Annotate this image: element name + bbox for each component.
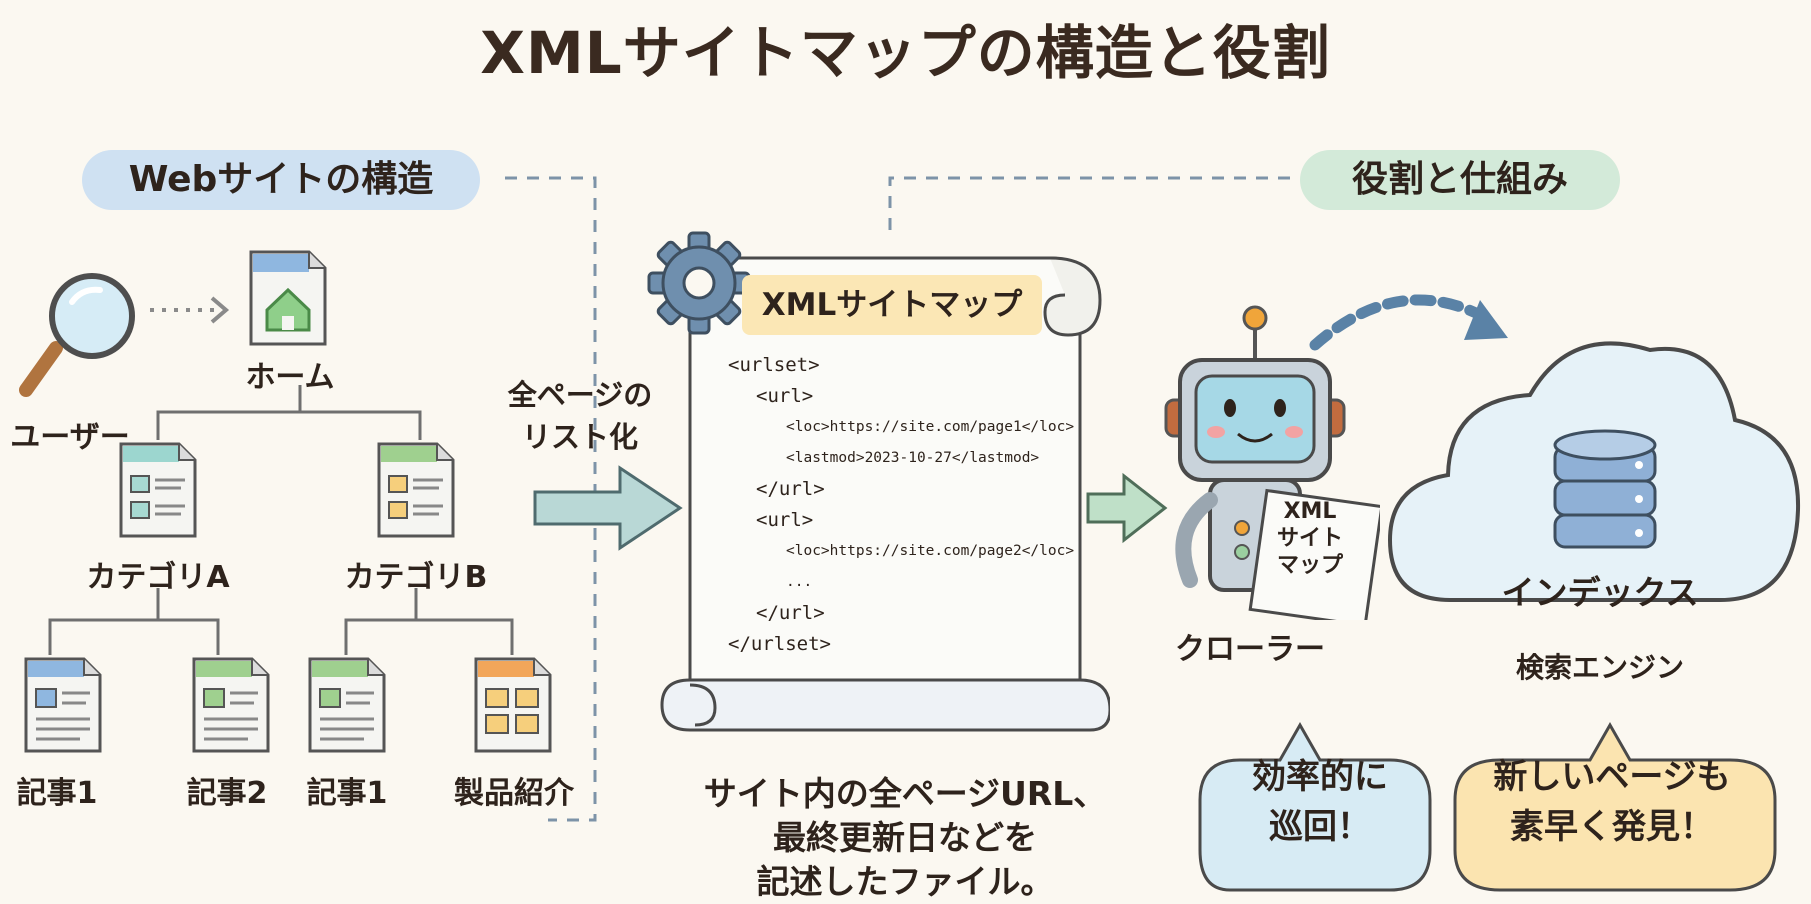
code-line: </url> <box>756 478 825 500</box>
bubble-discover: 新しいページも 素早く発見！ <box>1493 757 1731 847</box>
database-icon <box>1553 429 1657 549</box>
code-line: </urlset> <box>728 633 831 655</box>
article1b-page-icon <box>308 657 386 753</box>
code-line: </url> <box>756 602 825 624</box>
bubble-discover-shape <box>1453 721 1777 892</box>
category-b-page-icon <box>377 442 455 538</box>
code-line: <loc>https://site.com/page2</loc> <box>786 543 1075 559</box>
label-home: ホーム <box>245 360 335 395</box>
product-page-icon <box>474 657 552 753</box>
dashed-connector-left <box>505 176 597 822</box>
curved-arrow-cloud <box>1309 294 1496 351</box>
code-line: ... <box>786 574 813 590</box>
tree-lines <box>48 385 514 655</box>
robot-note: XML サイト マップ <box>1276 499 1343 578</box>
magnifier-icon <box>19 273 135 397</box>
label-category-a: カテゴリA <box>86 560 230 595</box>
big-arrow-right <box>533 465 683 551</box>
section-pill-role: 役割と仕組み <box>1300 150 1620 210</box>
label-leaf-4: 製品紹介 <box>454 776 574 811</box>
category-a-page-icon <box>119 442 197 538</box>
article1-page-icon <box>24 657 102 753</box>
label-crawler: クローラー <box>1175 632 1325 667</box>
green-arrow-right <box>1086 472 1168 544</box>
label-leaf-1: 記事1 <box>16 776 98 811</box>
code-line: <lastmod>2023-10-27</lastmod> <box>786 450 1040 466</box>
section-pill-website: Webサイトの構造 <box>82 150 480 210</box>
home-page-icon <box>249 250 327 346</box>
label-category-b: カテゴリB <box>344 560 488 595</box>
code-line: <urlset> <box>728 354 820 376</box>
label-leaf-3: 記事1 <box>306 776 388 811</box>
page-title: XMLサイトマップの構造と役割 <box>480 19 1331 87</box>
label-search-engine: 検索エンジン <box>1515 651 1684 684</box>
arrow-label: 全ページの リスト化 <box>507 378 653 454</box>
bubble-efficient: 効率的に 巡回！ <box>1252 757 1388 847</box>
bubble-efficient-shape <box>1198 721 1432 892</box>
sitemap-tag: XMLサイトマップ <box>742 275 1042 335</box>
sitemap-caption: サイト内の全ページURL、 最終更新日などを 記述したファイル。 <box>703 774 1107 901</box>
article2-page-icon <box>192 657 270 753</box>
label-index: インデックス <box>1501 573 1699 612</box>
robot-crawler-icon <box>1164 305 1380 620</box>
sitemap-code-block: <urlset> <url> <loc>https://site.com/pag… <box>728 350 1075 660</box>
speech-bubbles <box>1198 721 1777 892</box>
code-line: <loc>https://site.com/page1</loc> <box>786 419 1075 435</box>
label-leaf-2: 記事2 <box>186 776 268 811</box>
code-line: <url> <box>756 385 814 407</box>
dashed-connector-right <box>888 176 1290 230</box>
label-user: ユーザー <box>10 420 130 455</box>
gear-icon <box>647 231 751 335</box>
sitemap-scroll <box>660 256 1110 732</box>
code-line: <url> <box>756 509 814 531</box>
